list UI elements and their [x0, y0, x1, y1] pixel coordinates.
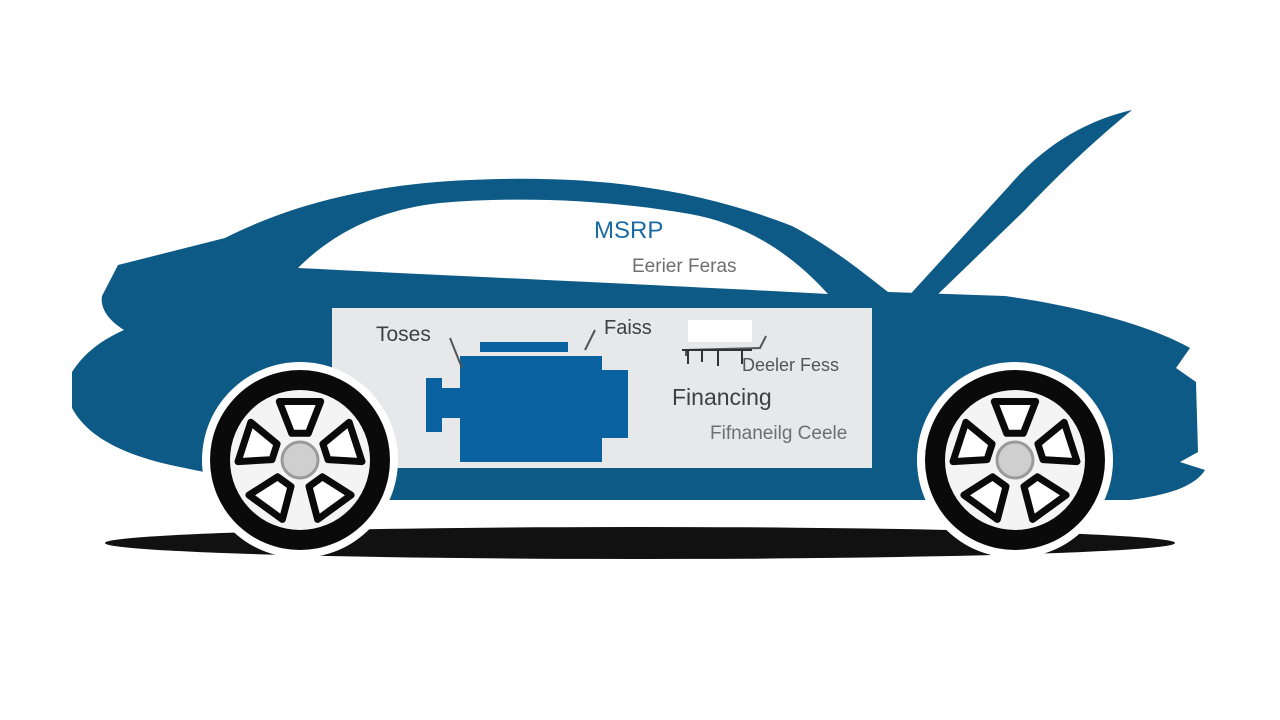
wheel-spoke-cutout — [1034, 418, 1081, 466]
car-window — [298, 199, 828, 294]
dealer-fees-top-label: Eerier Feras — [632, 256, 737, 277]
dealer-fees-label: Deeler Fess — [742, 355, 839, 375]
ground-shadow — [105, 527, 1175, 559]
wheel-spoke-cutout — [234, 418, 281, 466]
fees-label: Faiss — [604, 317, 652, 339]
engine-icon — [426, 342, 628, 462]
financing-label: Financing — [672, 384, 772, 410]
wheel-spoke-cutout — [275, 398, 325, 437]
wheel-spoke-cutout — [949, 418, 996, 466]
wheel-spoke-cutout — [1020, 473, 1070, 523]
front-wheel — [917, 362, 1113, 558]
financing-costs-label: Fifnaneilg Ceele — [710, 423, 847, 444]
rear-wheel — [202, 362, 398, 558]
raised-hood — [905, 110, 1132, 300]
wheel-spoke-cutout — [990, 398, 1040, 437]
fee-connector-icon — [682, 320, 752, 366]
wheel-spoke-cutout — [960, 473, 1010, 523]
taxes-label: Toses — [376, 323, 431, 346]
wheel-spoke-cutout — [245, 473, 295, 523]
wheel-spoke-cutout — [319, 418, 366, 466]
wheel-spoke-cutout — [305, 473, 355, 523]
msrp-label: MSRP — [594, 217, 663, 244]
